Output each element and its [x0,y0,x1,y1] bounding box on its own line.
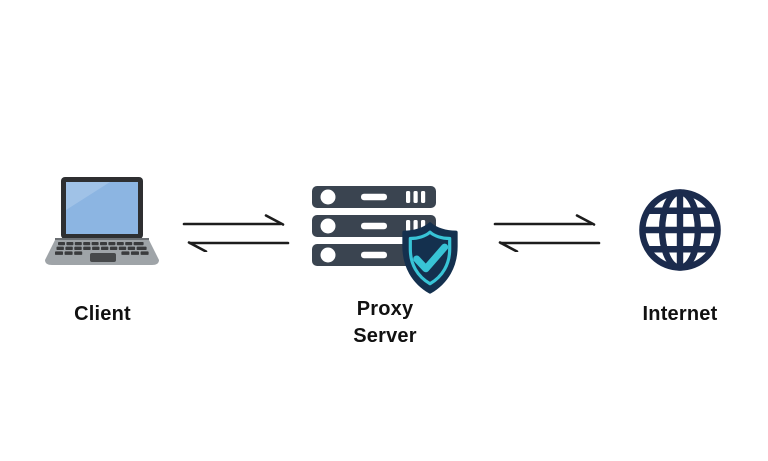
globe-icon [639,189,721,271]
proxy-server-label: Proxy Server [353,298,417,347]
bidirectional-arrows-proxy-internet [493,214,601,252]
client-label: Client [74,303,131,325]
node-proxy-server [311,183,467,299]
shield-check-icon [402,222,458,294]
arrow-right-head [264,214,285,226]
arrow-left-head [498,241,519,252]
laptop-icon [45,177,159,265]
bidirectional-arrows-client-proxy [182,214,290,252]
internet-label: Internet [642,303,718,325]
arrow-right-head [575,214,596,226]
arrow-left-head [187,241,208,252]
